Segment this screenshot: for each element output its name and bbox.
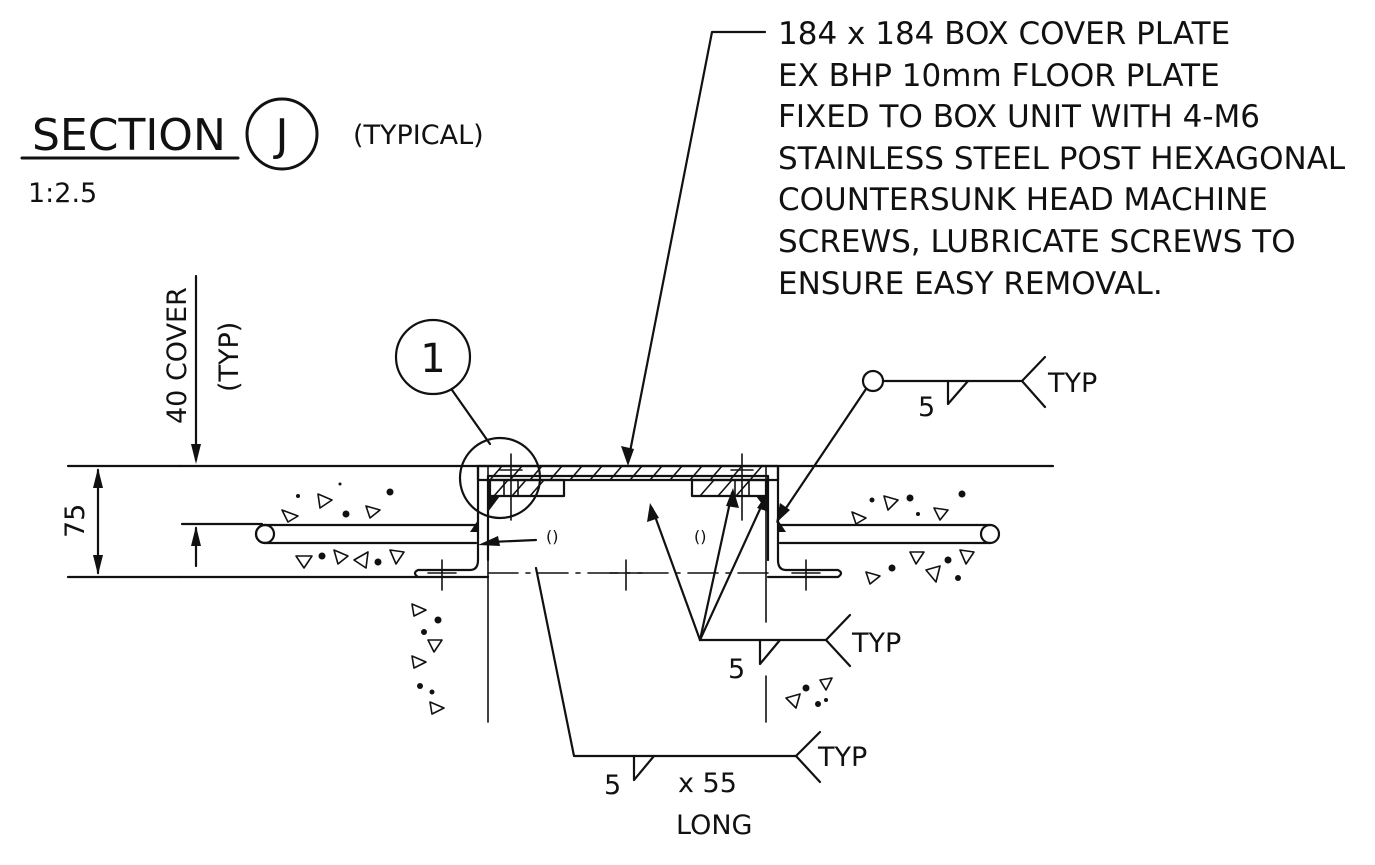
note-line-6: SCREWS, LUBRICATE SCREWS TO <box>778 224 1296 260</box>
detail-marker-1: 1 <box>394 318 542 520</box>
weld-symbol-mid-right: 5 TYP <box>647 488 901 685</box>
concrete-hatch-lower-left <box>411 603 445 715</box>
cover-dim-label: 40 COVER <box>162 287 193 424</box>
weld-mid-tail: TYP <box>851 628 901 659</box>
cover-dim-typ: (TYP) <box>214 322 245 392</box>
depth-dim-arrow-top <box>93 468 103 488</box>
note-line-1: 184 x 184 BOX COVER PLATE <box>778 16 1230 52</box>
cover-plate <box>476 464 780 498</box>
anchor-cross-mid <box>609 559 643 591</box>
concrete-hatch-left <box>281 482 405 569</box>
note-line-5: COUNTERSUNK HEAD MACHINE <box>778 182 1268 218</box>
section-title: SECTION <box>32 110 226 161</box>
weld-top-tail: TYP <box>1047 368 1097 399</box>
cover-plate-note: 184 x 184 BOX COVER PLATE EX BHP 10mm FL… <box>778 16 1346 302</box>
note-line-2: EX BHP 10mm FLOOR PLATE <box>778 58 1220 94</box>
concrete-hatch-right <box>851 490 975 585</box>
weld-bottom-size: 5 <box>604 770 621 801</box>
hole-mark-right: () <box>694 527 706 546</box>
anchor-cross-right <box>791 559 821 591</box>
weld-bottom-arrow <box>478 536 500 546</box>
detail-marker-label: 1 <box>420 336 445 382</box>
weld-symbol-bottom: 5 x 55 LONG TYP <box>478 536 867 841</box>
section-qualifier: (TYPICAL) <box>353 120 484 151</box>
section-marker-circle <box>245 97 319 171</box>
depth-dimension: 75 <box>60 464 264 579</box>
hole-mark-left: () <box>546 527 558 546</box>
depth-dim-label: 75 <box>60 504 91 538</box>
note-line-7: ENSURE EASY REMOVAL. <box>778 266 1163 302</box>
weld-bottom-length2: LONG <box>676 810 752 841</box>
cover-dimension: 40 COVER (TYP) <box>162 274 245 464</box>
section-scale: 1:2.5 <box>28 178 97 209</box>
depth-dim-arrow-bottom <box>93 555 103 575</box>
bar-weld-left <box>470 520 478 532</box>
screw-left <box>499 453 523 521</box>
cover-dim-arrow <box>191 444 201 464</box>
concrete-hatch-lower-right <box>785 677 833 709</box>
bar-dim-arrow <box>191 526 201 546</box>
weld-top-size: 5 <box>918 392 935 423</box>
note-leader-line <box>626 30 767 464</box>
section-title-block: SECTION J (TYPICAL) 1:2.5 <box>20 97 484 209</box>
note-leader-arrow <box>621 446 634 466</box>
screw-right <box>730 453 754 521</box>
note-line-3: FIXED TO BOX UNIT WITH 4-M6 <box>778 99 1260 135</box>
note-line-4: STAINLESS STEEL POST HEXAGONAL <box>778 141 1346 177</box>
section-marker-letter: J <box>273 110 289 161</box>
weld-symbol-top-right: 5 TYP <box>776 355 1097 523</box>
anchor-cross-left <box>427 559 457 591</box>
weld-bottom-length: x 55 <box>678 768 737 799</box>
bar-weld-right <box>778 520 786 532</box>
weld-bottom-tail: TYP <box>817 742 867 773</box>
fillet-weld-left <box>488 496 500 512</box>
reinforcing-bar-right <box>778 523 1001 545</box>
weld-mid-size: 5 <box>728 654 745 685</box>
detail-zone-circle <box>458 436 542 520</box>
reinforcing-bar-left <box>254 523 478 545</box>
